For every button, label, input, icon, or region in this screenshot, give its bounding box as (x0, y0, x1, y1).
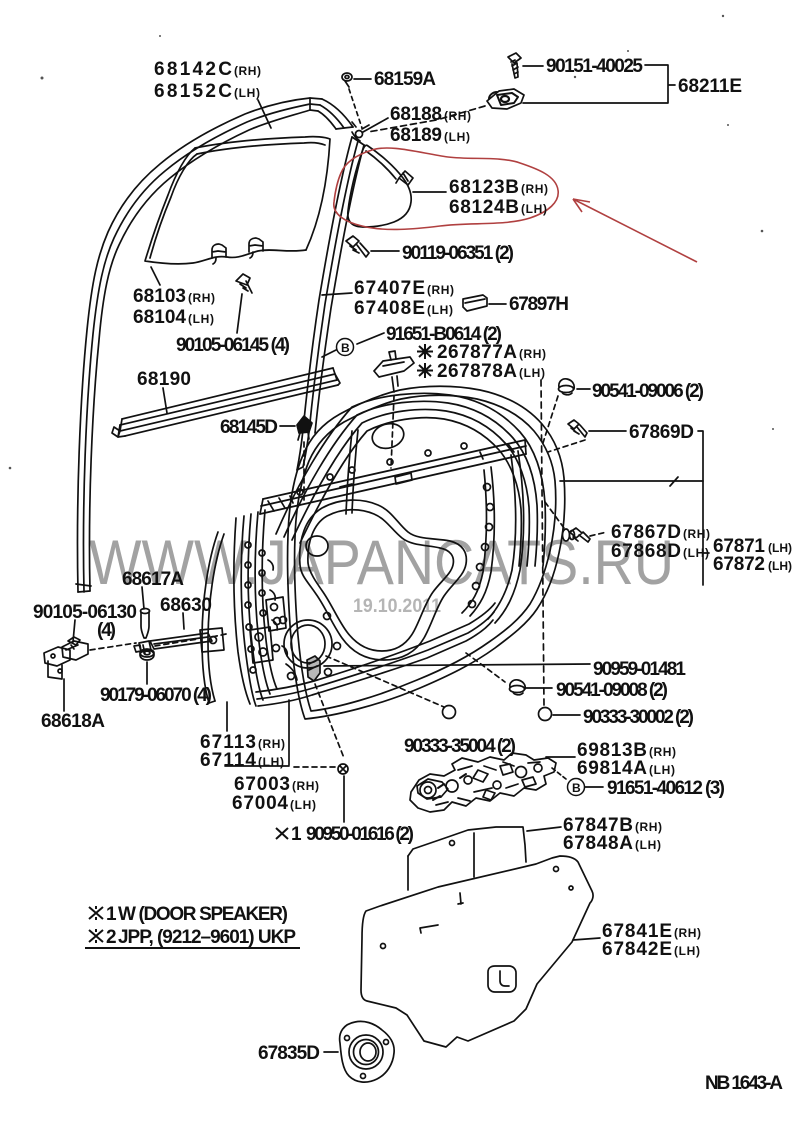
svg-text:(RH): (RH) (635, 820, 662, 834)
svg-text:(LH): (LH) (234, 86, 260, 100)
svg-text:69814A: 69814A (577, 758, 647, 779)
svg-text:B: B (572, 781, 581, 795)
svg-text:(LH): (LH) (188, 312, 214, 326)
svg-text:267877A: 267877A (437, 342, 517, 363)
svg-text:(RH): (RH) (188, 291, 215, 305)
svg-text:(RH): (RH) (683, 527, 710, 541)
svg-text:(LH): (LH) (674, 944, 700, 958)
svg-text:(LH): (LH) (521, 202, 547, 216)
svg-text:68189: 68189 (390, 125, 442, 146)
svg-text:90541-09008 (2): 90541-09008 (2) (556, 680, 668, 701)
svg-text:267878A: 267878A (437, 361, 517, 382)
svg-text:(4): (4) (97, 620, 116, 641)
svg-text:(RH): (RH) (521, 182, 548, 196)
svg-text:68188: 68188 (390, 104, 442, 125)
svg-text:2: 2 (106, 927, 117, 948)
svg-text:67113: 67113 (200, 732, 256, 753)
svg-text:90105-06130: 90105-06130 (33, 602, 137, 623)
svg-text:JPP, (9212–9601) UKP: JPP, (9212–9601) UKP (118, 927, 296, 948)
svg-text:(LH): (LH) (444, 130, 470, 144)
svg-text:68211E: 68211E (678, 76, 742, 97)
svg-text:67871: 67871 (713, 536, 765, 557)
svg-text:68142C: 68142C (154, 59, 232, 80)
svg-text:68104: 68104 (133, 307, 186, 328)
svg-text:69813B: 69813B (577, 740, 647, 761)
svg-text:67897H: 67897H (509, 294, 569, 315)
svg-text:90333-30002 (2): 90333-30002 (2) (583, 707, 694, 728)
svg-text:91651-40612 (3): 91651-40612 (3) (607, 778, 725, 799)
svg-text:(RH): (RH) (674, 926, 701, 940)
svg-text:(RH): (RH) (234, 64, 261, 78)
svg-text:1: 1 (106, 904, 117, 925)
svg-text:67847B: 67847B (563, 815, 633, 836)
svg-text:90105-06145 (4): 90105-06145 (4) (176, 335, 290, 356)
svg-text:68152C: 68152C (154, 81, 232, 102)
svg-text:W (DOOR SPEAKER): W (DOOR SPEAKER) (118, 904, 288, 925)
svg-text:67835D: 67835D (258, 1043, 320, 1064)
svg-text:1: 1 (291, 824, 302, 845)
svg-text:67114: 67114 (200, 750, 256, 771)
svg-text:(LH): (LH) (258, 755, 284, 769)
svg-text:(RH): (RH) (444, 109, 471, 123)
svg-text:68159A: 68159A (374, 69, 436, 90)
svg-text:68630: 68630 (160, 595, 212, 616)
svg-text:(LH): (LH) (290, 798, 316, 812)
svg-text:90959-01481: 90959-01481 (593, 659, 686, 680)
svg-text:91651-B0614 (2): 91651-B0614 (2) (386, 324, 502, 345)
svg-text:90541-09006 (2): 90541-09006 (2) (592, 381, 704, 402)
svg-text:(LH): (LH) (649, 763, 675, 777)
svg-text:67869D: 67869D (629, 422, 694, 443)
svg-text:68124B: 68124B (449, 197, 519, 218)
svg-text:(LH): (LH) (519, 366, 545, 380)
svg-text:68123B: 68123B (449, 177, 519, 198)
svg-text:19.10.2011: 19.10.2011 (353, 596, 441, 617)
svg-text:67867D: 67867D (611, 522, 681, 543)
svg-text:(RH): (RH) (519, 347, 546, 361)
svg-text:(LH): (LH) (768, 541, 792, 555)
svg-text:(RH): (RH) (427, 283, 454, 297)
svg-text:67408E: 67408E (354, 298, 425, 319)
svg-text:90179-06070 (4): 90179-06070 (4) (100, 685, 212, 706)
svg-text:67872: 67872 (713, 554, 765, 575)
svg-text:90950-01616 (2): 90950-01616 (2) (306, 824, 414, 845)
svg-text:(LH): (LH) (683, 546, 709, 560)
svg-text:67003: 67003 (234, 774, 290, 795)
svg-text:(RH): (RH) (292, 779, 319, 793)
svg-text:(LH): (LH) (768, 559, 792, 573)
svg-text:68190: 68190 (137, 369, 191, 390)
svg-text:67842E: 67842E (602, 939, 672, 960)
svg-text:67004: 67004 (232, 793, 288, 814)
svg-text:68618A: 68618A (41, 711, 105, 732)
svg-text:(RH): (RH) (258, 737, 285, 751)
svg-text:67868D: 67868D (611, 541, 681, 562)
svg-text:67841E: 67841E (602, 921, 672, 942)
svg-text:(LH): (LH) (635, 838, 661, 852)
svg-text:(LH): (LH) (427, 303, 453, 317)
svg-text:NB 1643-A: NB 1643-A (705, 1073, 783, 1094)
svg-text:(RH): (RH) (649, 745, 676, 759)
svg-text:90151-40025: 90151-40025 (546, 56, 643, 77)
svg-text:B: B (341, 341, 350, 355)
svg-text:90333-35004 (2): 90333-35004 (2) (404, 736, 516, 757)
svg-text:68617A: 68617A (122, 569, 184, 590)
svg-text:90119-06351 (2): 90119-06351 (2) (402, 243, 514, 264)
svg-text:68103: 68103 (133, 286, 186, 307)
svg-text:67848A: 67848A (563, 833, 633, 854)
svg-text:68145D: 68145D (220, 417, 278, 438)
svg-text:67407E: 67407E (354, 278, 425, 299)
